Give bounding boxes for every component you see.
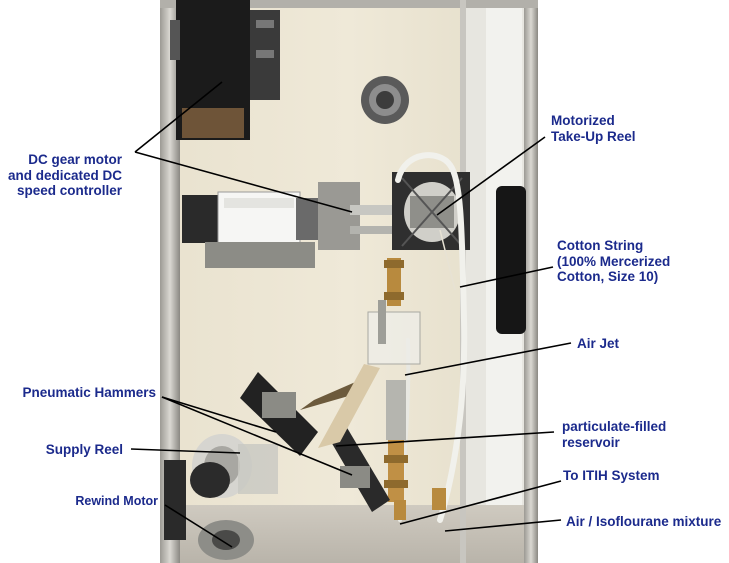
pneumatic-hammers xyxy=(240,372,390,512)
right-frame-rail xyxy=(524,0,538,563)
left-frame-rail xyxy=(160,0,180,563)
leader-takeup-reel xyxy=(436,136,546,216)
label-air-isoflourane: Air / Isoflourane mixture xyxy=(566,514,722,529)
leader-reservoir xyxy=(335,431,555,447)
wall-port xyxy=(361,76,409,124)
speed-controller-box xyxy=(170,0,280,140)
leader-rewind-motor xyxy=(164,504,233,548)
leader-supply-reel xyxy=(130,448,241,454)
dc-gear-motor xyxy=(182,182,410,268)
label-reservoir: particulate-filled reservoir xyxy=(562,419,667,450)
reservoir-tube xyxy=(318,364,380,448)
supply-reel xyxy=(190,434,278,498)
leader-itih xyxy=(399,480,562,525)
label-supply-reel: Supply Reel xyxy=(45,442,123,457)
cotton-string xyxy=(439,229,456,291)
leader-dc-motor-lower xyxy=(134,151,353,213)
leader-lines xyxy=(130,81,572,548)
fittings-column xyxy=(367,258,446,520)
label-dc-gear-motor: DC gear motor and dedicated DC speed con… xyxy=(7,152,122,198)
label-takeup-reel: Motorized Take-Up Reel xyxy=(551,113,636,144)
leader-hammer-upper xyxy=(161,396,277,433)
leader-hammer-lower xyxy=(161,396,353,476)
rewind-motor xyxy=(164,460,254,560)
leader-air-jet xyxy=(404,342,572,376)
label-itih-system: To ITIH System xyxy=(563,468,660,483)
door-handle xyxy=(496,186,526,334)
label-cotton-string: Cotton String (100% Mercerized Cotton, S… xyxy=(557,238,671,284)
leader-air-mixture xyxy=(444,519,562,532)
label-pneumatic-hammers: Pneumatic Hammers xyxy=(22,385,156,400)
leader-dc-motor-upper xyxy=(134,81,223,153)
leader-cotton-string xyxy=(459,266,554,288)
label-rewind-motor: Rewind Motor xyxy=(75,494,158,508)
label-air-jet: Air Jet xyxy=(577,336,620,351)
